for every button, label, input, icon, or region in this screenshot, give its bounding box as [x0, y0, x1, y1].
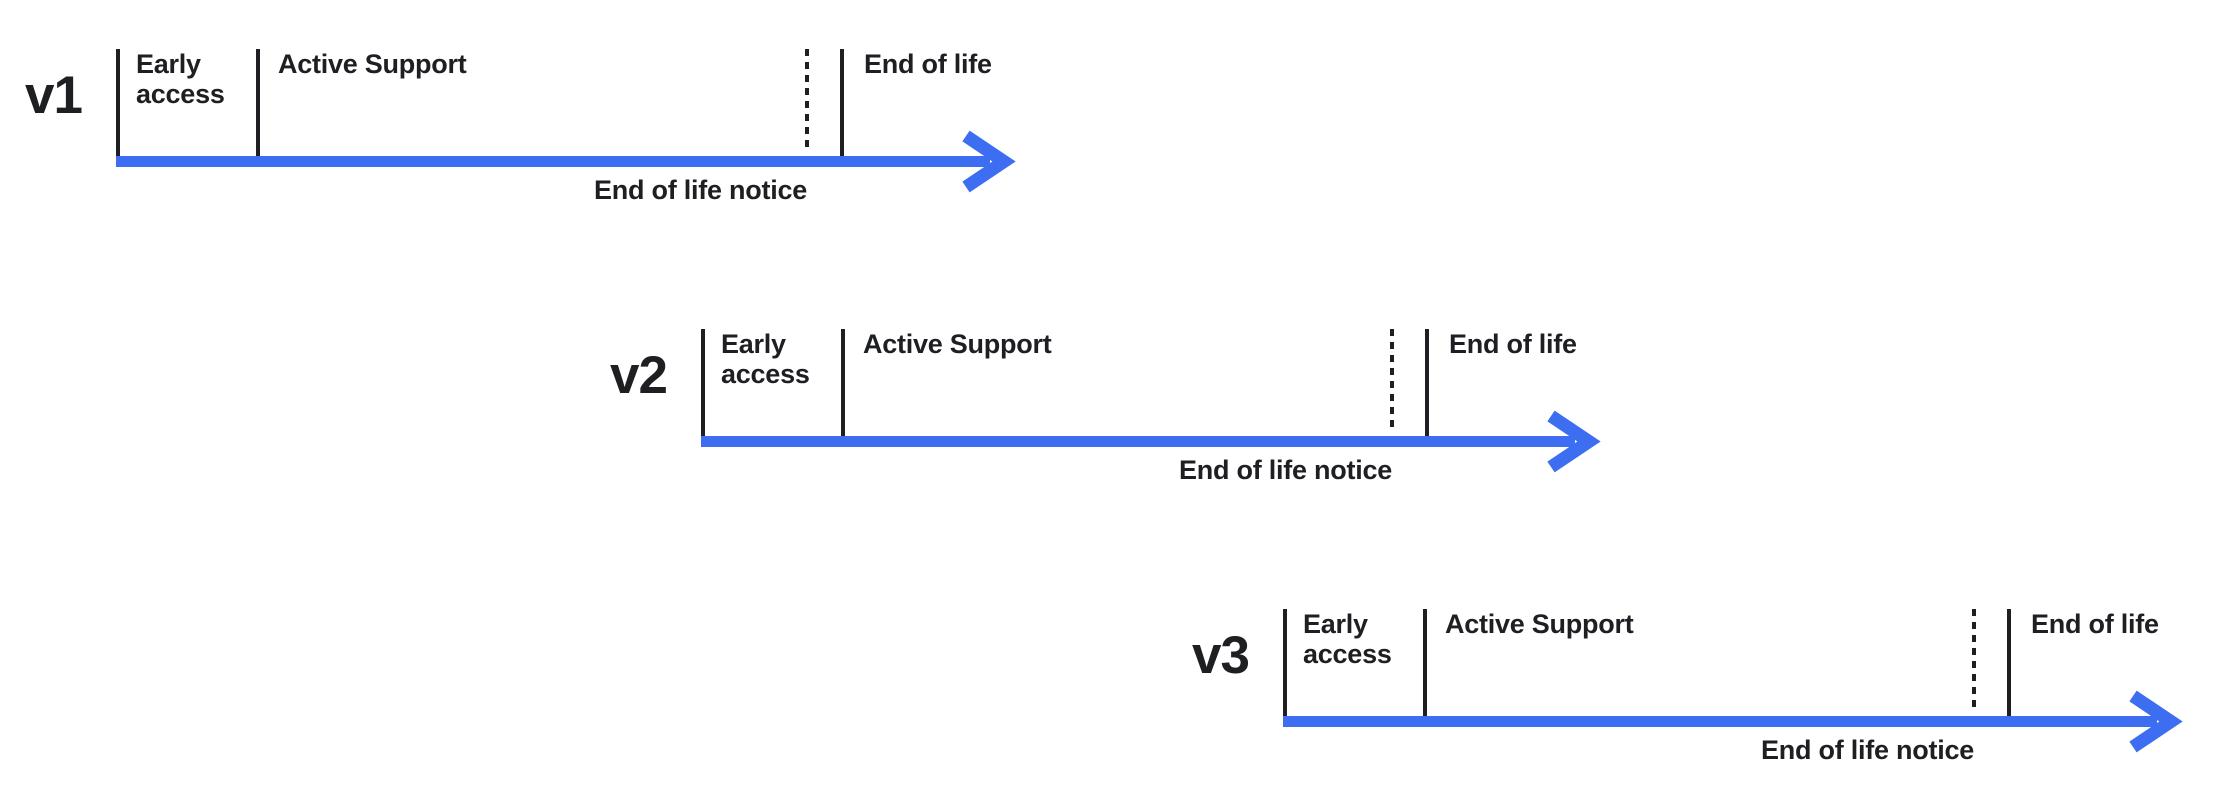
eol-notice-label: End of life notice — [1760, 735, 1974, 765]
active-support-label: Active Support — [863, 329, 1052, 359]
tick-active-support-start — [1423, 609, 1427, 716]
end-of-life-label: End of life — [2031, 609, 2159, 639]
early-access-label: Early access — [1303, 609, 1392, 669]
tick-active-support-start — [256, 49, 260, 156]
early-access-label: Early access — [721, 329, 810, 389]
eol-notice-label: End of life notice — [593, 175, 807, 205]
timeline-row-v1: v1 Early access Active Support End of li… — [25, 49, 1038, 219]
active-support-label: Active Support — [278, 49, 467, 79]
tick-early-access-start — [1283, 609, 1287, 716]
tick-end-of-life — [2007, 609, 2011, 716]
tick-eol-notice-dashed — [1390, 329, 1394, 433]
tick-early-access-start — [116, 49, 120, 156]
early-access-label: Early access — [136, 49, 225, 109]
timeline-arrow — [116, 130, 1016, 193]
timeline-arrow — [1283, 690, 2183, 753]
arrow-head-icon — [2129, 690, 2183, 753]
arrow-shaft — [1283, 716, 2157, 727]
arrow-shaft — [701, 436, 1575, 447]
version-label: v1 — [25, 66, 83, 125]
tick-end-of-life — [840, 49, 844, 156]
eol-notice-label: End of life notice — [1178, 455, 1392, 485]
timeline-row-v2: v2 Early access Active Support End of li… — [610, 329, 1623, 499]
end-of-life-label: End of life — [1449, 329, 1577, 359]
arrow-head-icon — [1547, 410, 1601, 473]
tick-end-of-life — [1425, 329, 1429, 436]
end-of-life-label: End of life — [864, 49, 992, 79]
timeline-row-v3: v3 Early access Active Support End of li… — [1192, 609, 2205, 779]
tick-early-access-start — [701, 329, 705, 436]
tick-eol-notice-dashed — [1972, 609, 1976, 713]
arrow-head-icon — [962, 130, 1016, 193]
tick-active-support-start — [841, 329, 845, 436]
tick-eol-notice-dashed — [805, 49, 809, 153]
arrow-shaft — [116, 156, 990, 167]
version-label: v2 — [610, 346, 668, 405]
version-label: v3 — [1192, 626, 1250, 685]
active-support-label: Active Support — [1445, 609, 1634, 639]
timeline-arrow — [701, 410, 1601, 473]
